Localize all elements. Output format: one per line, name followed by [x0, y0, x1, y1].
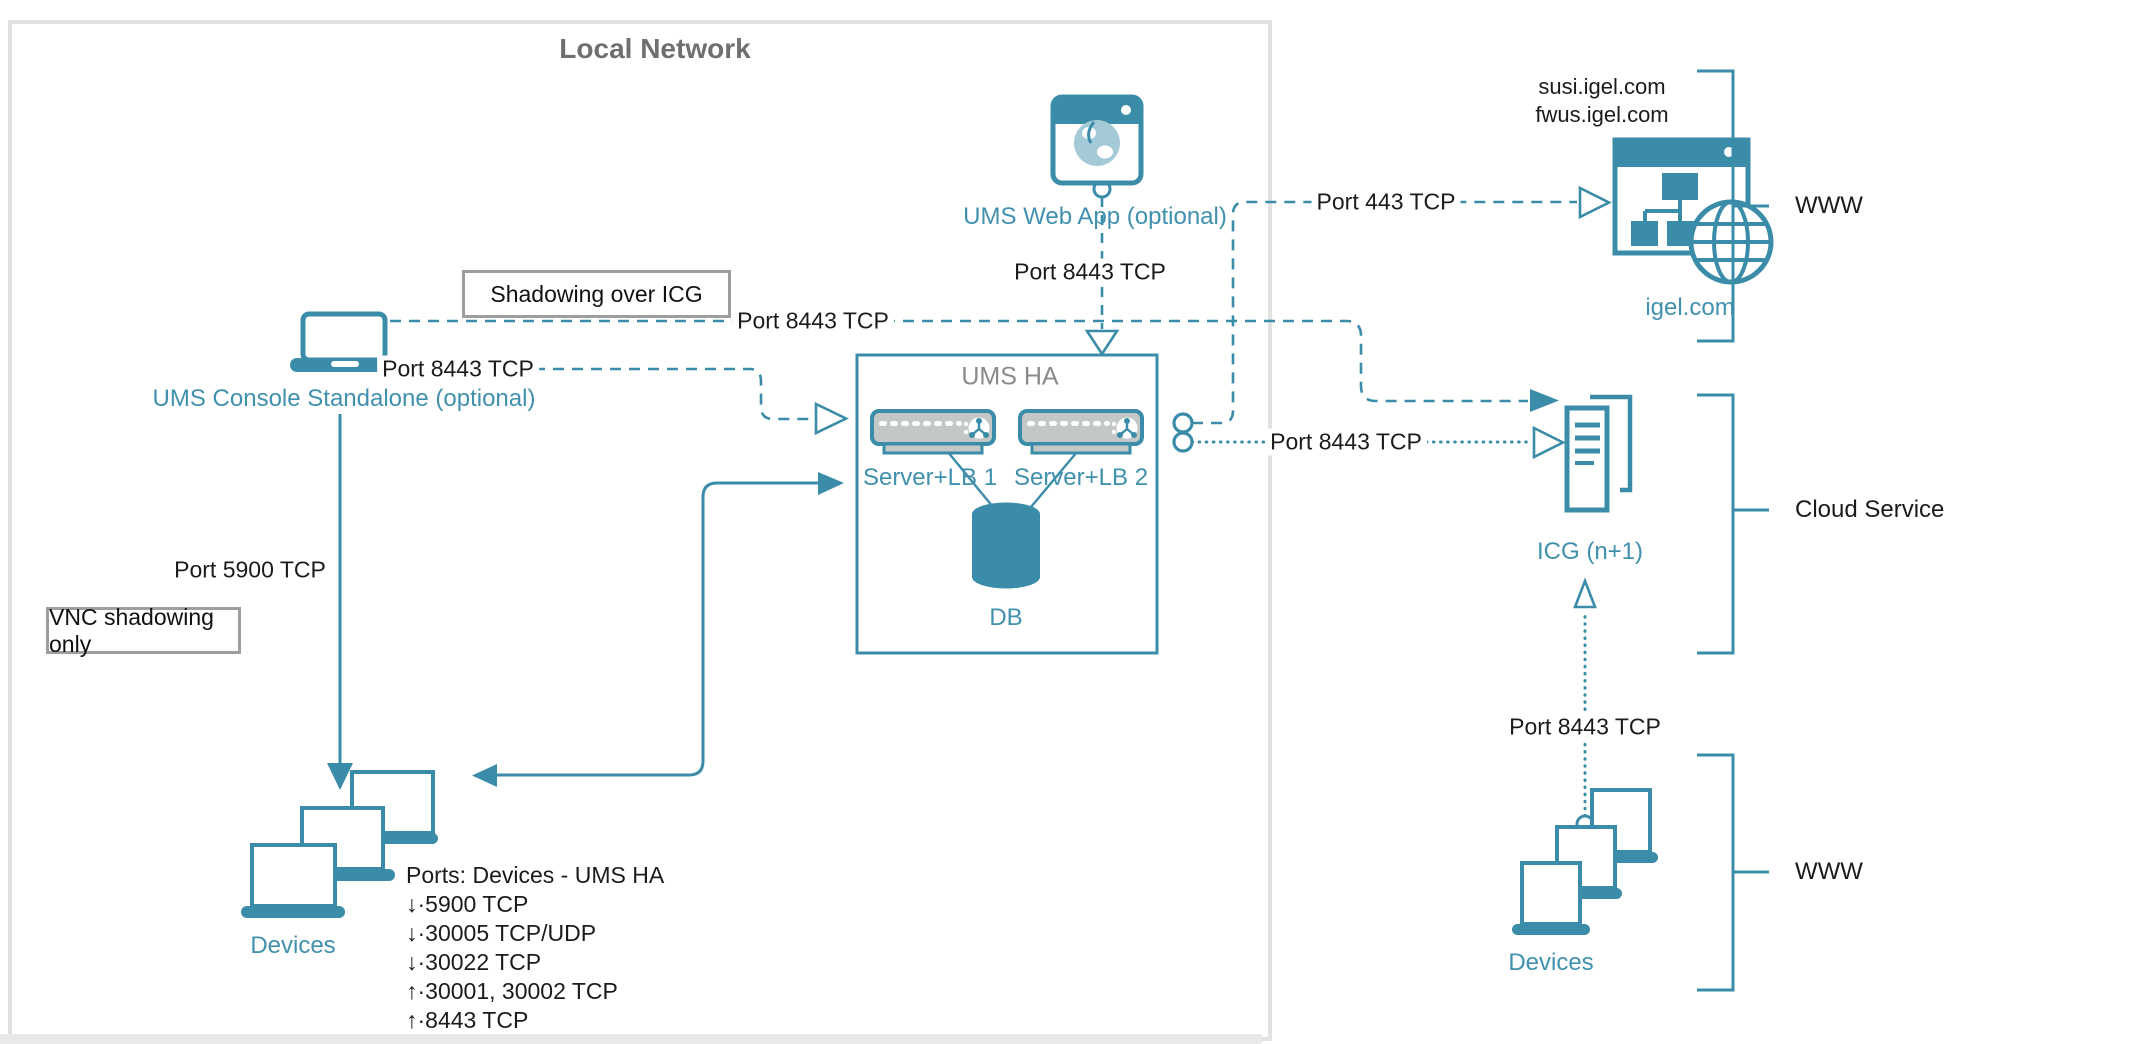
- arrowhead-open-right-icon: [1532, 425, 1566, 460]
- ports-list-item: ↑·30001, 30002 TCP: [406, 978, 618, 1004]
- arrowhead-open-up-icon: [1573, 577, 1597, 609]
- igel-com-icon: [1612, 137, 1774, 285]
- www-bottom-bracket: [1697, 753, 1769, 992]
- devices-local-stack-icon: [241, 770, 438, 918]
- connector-umsha-to-igel: [1192, 200, 1577, 425]
- arrowhead-filled-down-icon: [327, 763, 353, 790]
- vnc-callout: VNC shadowing only: [46, 604, 241, 657]
- zone-cloud-service-label: Cloud Service: [1795, 496, 1945, 523]
- devices-www-stack-icon: [1512, 788, 1658, 935]
- ports-list-item: ↓·30022 TCP: [406, 949, 542, 975]
- port-label-console-devices: Port 5900 TCP: [169, 556, 331, 584]
- port-label-ums-icg: Port 8443 TCP: [1265, 428, 1427, 456]
- db-label: DB: [989, 604, 1023, 631]
- port-label-console-icg: Port 8443 TCP: [732, 307, 894, 335]
- igel-domain-susi: susi.igel.com: [1538, 74, 1666, 99]
- port-label-webapp-ums: Port 8443 TCP: [1009, 258, 1171, 286]
- ports-list-title: Ports: Devices - UMS HA: [406, 862, 665, 888]
- arrowhead-filled-right-icon: [818, 472, 844, 495]
- port-label-console-ums: Port 8443 TCP: [377, 355, 539, 383]
- server-lb2-label: Server+LB 2: [1013, 464, 1149, 491]
- arrowhead-filled-left-icon: [472, 764, 497, 787]
- arrowhead-open-right-icon: [814, 401, 849, 436]
- ports-list: Ports: Devices - UMS HA ↓·5900 TCP ↓·300…: [406, 861, 664, 1035]
- frame-bottom-edge: [0, 1034, 1262, 1044]
- server-lb2-icon: [1018, 409, 1144, 455]
- devices-local-label: Devices: [250, 932, 336, 959]
- igel-domains: susi.igel.com fwus.igel.com: [1535, 73, 1668, 129]
- arrowhead-open-down-icon: [1084, 329, 1120, 357]
- connector-console-to-umsha: [401, 367, 812, 421]
- connection-point: [1172, 431, 1194, 453]
- arrowhead-filled-right-icon: [1530, 389, 1559, 412]
- connector-console-to-icg: [390, 319, 1528, 403]
- ports-list-item: ↓·30005 TCP/UDP: [406, 920, 597, 946]
- web-app-icon: [1050, 94, 1144, 186]
- port-label-devices-icg: Port 8443 TCP: [1504, 713, 1666, 741]
- www-top-bracket: [1697, 69, 1769, 343]
- ports-list-item: ↓·5900 TCP: [406, 891, 529, 917]
- shadowing-callout: Shadowing over ICG: [462, 270, 731, 318]
- cloud-service-bracket: [1697, 393, 1769, 655]
- connector-devices-to-umsha: [497, 481, 818, 777]
- server-lb1-icon: [870, 409, 996, 455]
- ports-list-item: ↑·8443 TCP: [406, 1007, 529, 1033]
- ums-ha-title: UMS HA: [961, 362, 1059, 391]
- web-app-label: UMS Web App (optional): [963, 203, 1227, 230]
- igel-com-label: igel.com: [1645, 294, 1735, 321]
- igel-domain-fwus: fwus.igel.com: [1535, 102, 1669, 127]
- server-db-links: [942, 445, 1083, 508]
- database-icon: [972, 502, 1040, 589]
- console-laptop-icon: [290, 311, 400, 372]
- port-label-ums-igel: Port 443 TCP: [1311, 188, 1461, 216]
- console-label: UMS Console Standalone (optional): [152, 385, 536, 412]
- connection-point: [1172, 412, 1194, 434]
- icg-icon: [1564, 394, 1633, 513]
- icg-label: ICG (n+1): [1536, 538, 1644, 565]
- devices-www-label: Devices: [1508, 949, 1594, 976]
- zone-www-bottom-label: WWW: [1795, 858, 1863, 885]
- zone-www-top-label: WWW: [1795, 192, 1863, 219]
- local-network-title: Local Network: [559, 33, 751, 64]
- server-lb1-label: Server+LB 1: [862, 464, 998, 491]
- arrowhead-open-right-icon: [1578, 185, 1612, 220]
